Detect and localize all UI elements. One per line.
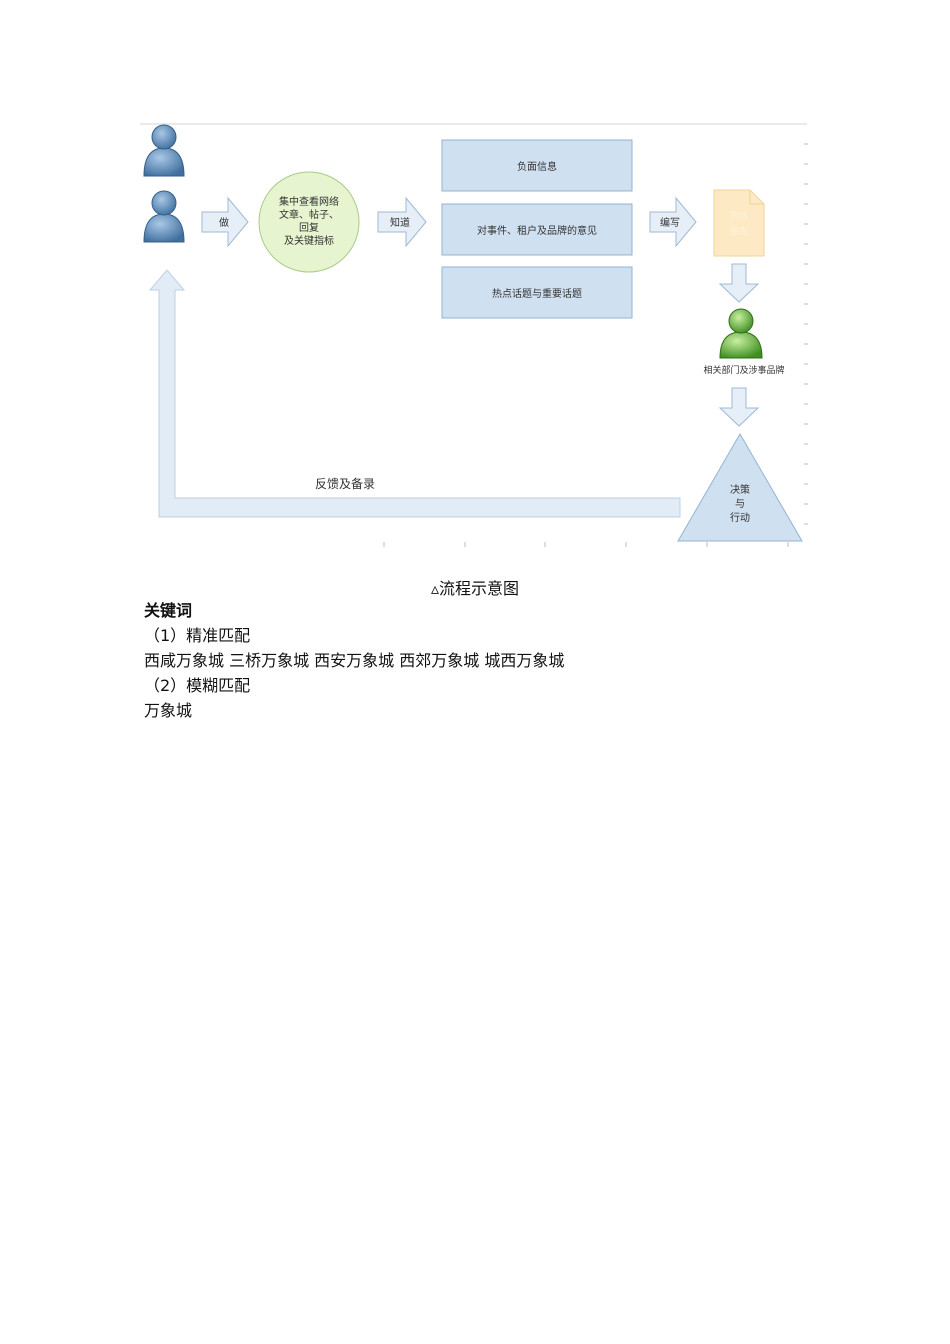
box-opinion xyxy=(441,203,633,256)
report-label: 舆情 报告 xyxy=(714,210,764,240)
collect-line-2: 文章、帖子、 xyxy=(279,210,339,221)
arrow-down-1 xyxy=(718,263,760,303)
arrow-write xyxy=(649,196,697,248)
label-write: 编写 xyxy=(660,218,680,229)
collect-line-1: 集中查看网络 xyxy=(279,197,339,208)
decision-line-2: 与 xyxy=(735,499,745,510)
box-negative xyxy=(441,139,633,192)
user-icon-top xyxy=(143,124,185,177)
arrow-do xyxy=(201,196,249,248)
feedback-arrow xyxy=(148,269,681,518)
decision-line-3: 行动 xyxy=(730,513,750,524)
label-know: 知道 xyxy=(390,218,410,229)
report-line-2: 报告 xyxy=(729,227,748,237)
flow-diagram: 做 集中查看网络 文章、帖子、 回复 及关键指标 知道 负面信息 对事件、租户及… xyxy=(140,120,810,550)
exact-match-keywords: 西咸万象城 三桥万象城 西安万象城 西郊万象城 城西万象城 xyxy=(144,651,565,670)
bottom-ticks xyxy=(383,542,789,547)
dept-user-icon xyxy=(719,308,763,359)
collect-line-4: 及关键指标 xyxy=(284,236,334,247)
box-hot-topics-label: 热点话题与重要话题 xyxy=(492,289,582,300)
box-hot-topics xyxy=(441,266,633,319)
fuzzy-match-keywords: 万象城 xyxy=(144,701,193,720)
box-opinion-label: 对事件、租户及品牌的意见 xyxy=(477,226,597,237)
user-icon-bottom xyxy=(143,190,185,243)
feedback-label: 反馈及备录 xyxy=(315,477,376,491)
fuzzy-match-label: （2）模糊匹配 xyxy=(144,676,251,695)
figure-caption: ▵流程示意图 xyxy=(430,579,520,598)
collect-circle xyxy=(258,171,360,273)
collect-line-3: 回复 xyxy=(299,223,319,234)
dept-label: 相关部门及涉事品牌 xyxy=(703,366,785,376)
report-line-1: 舆情 xyxy=(729,212,748,222)
exact-match-label: （1）精准匹配 xyxy=(144,626,251,645)
arrow-know xyxy=(377,196,427,248)
right-ticks xyxy=(804,143,808,525)
decision-triangle xyxy=(677,433,803,542)
flow-diagram-graphics xyxy=(140,123,808,547)
section-title: 关键词 xyxy=(144,601,193,620)
label-do: 做 xyxy=(219,218,229,229)
arrow-down-2 xyxy=(718,387,760,427)
collect-circle-label: 集中查看网络 文章、帖子、 回复 及关键指标 xyxy=(269,196,349,248)
decision-label: 决策 与 行动 xyxy=(715,484,765,526)
decision-line-1: 决策 xyxy=(730,485,750,496)
box-negative-label: 负面信息 xyxy=(517,162,557,173)
report-document xyxy=(713,189,765,257)
